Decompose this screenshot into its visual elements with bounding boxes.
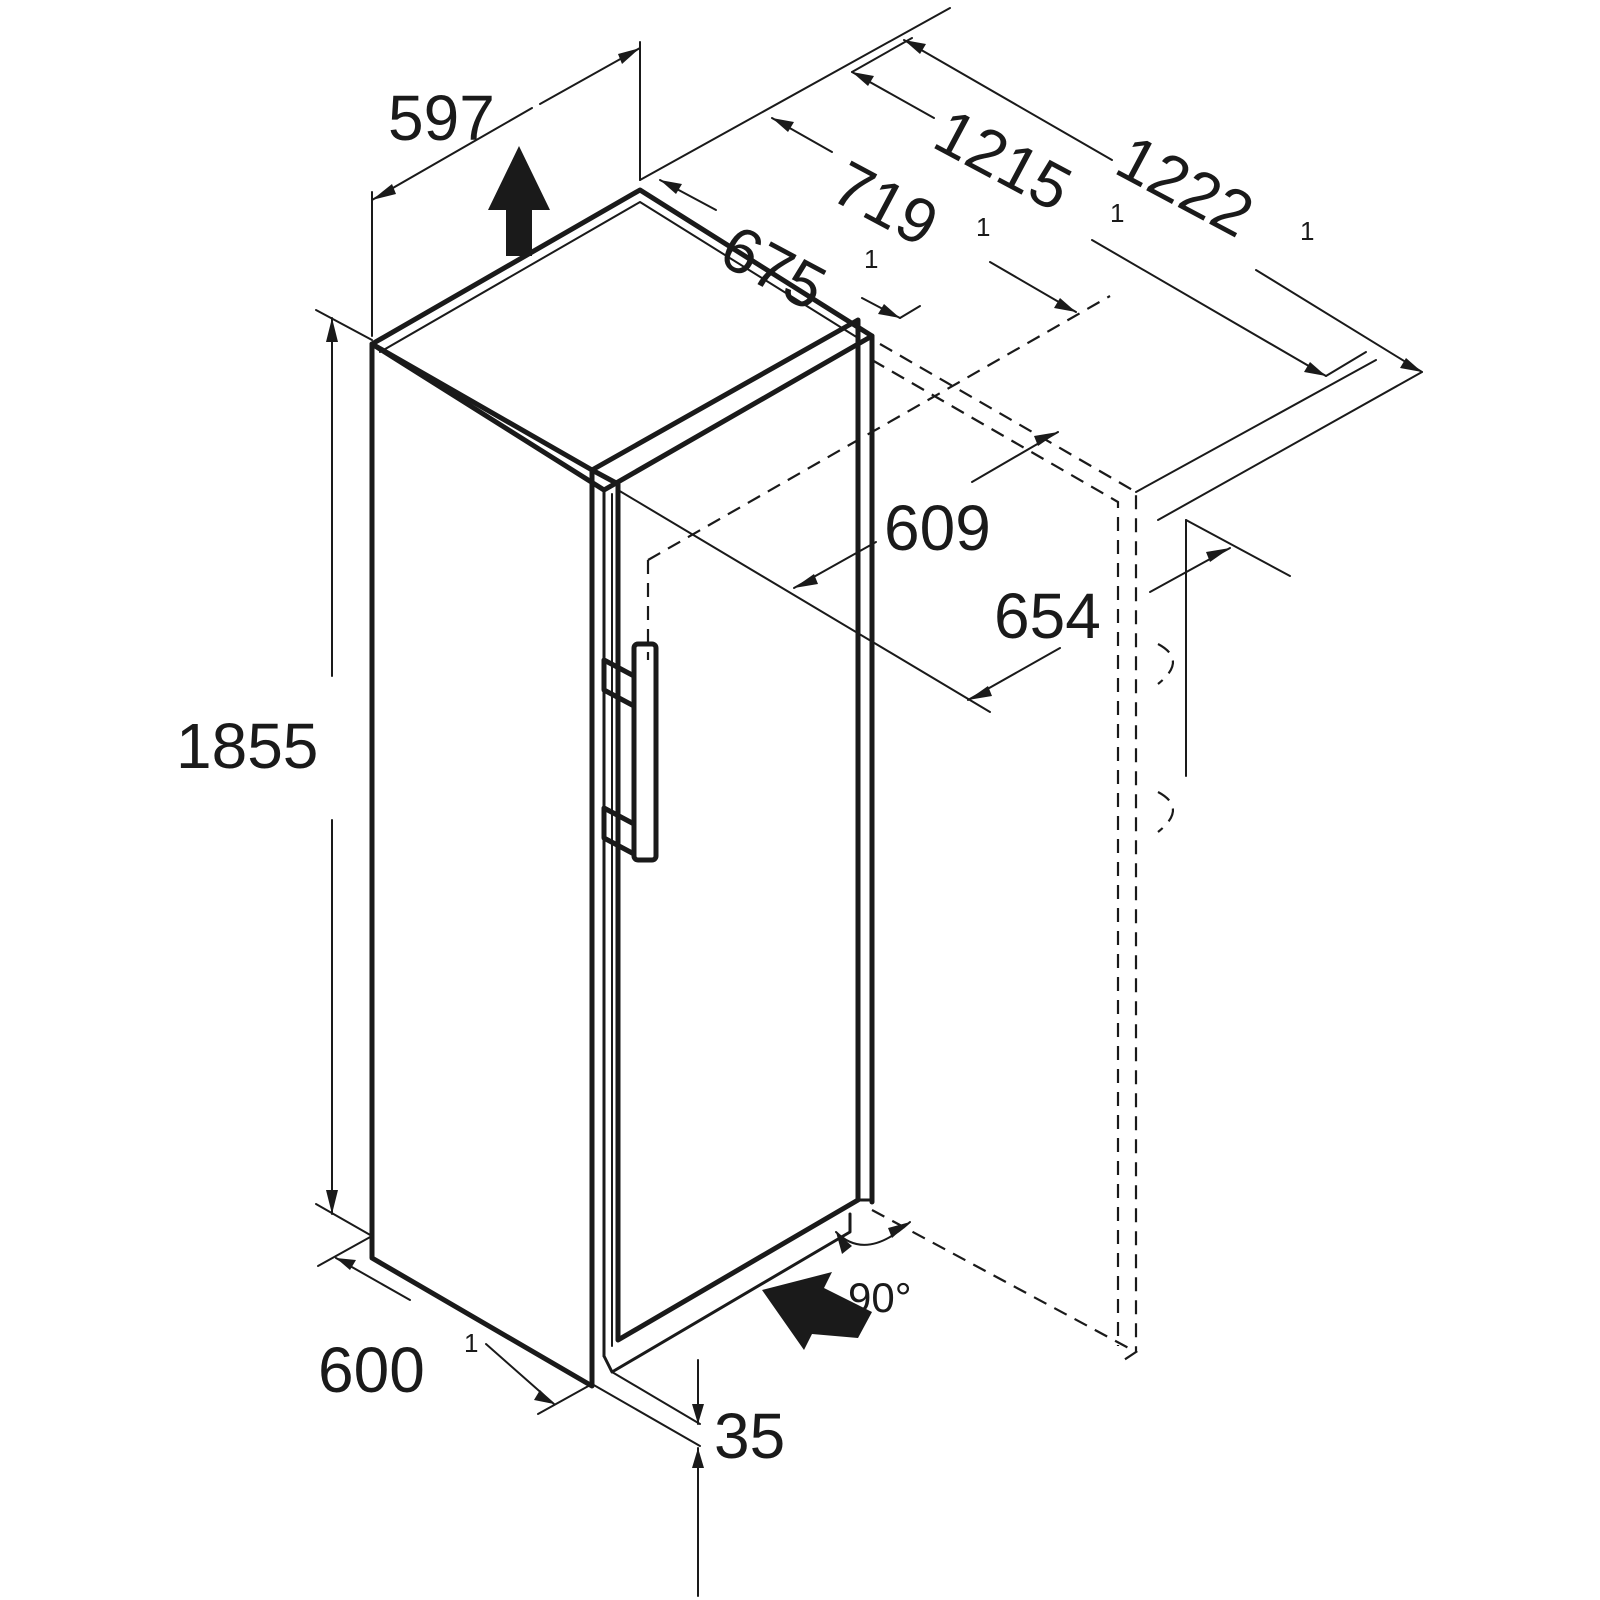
cabinet-top-rim — [379, 201, 859, 353]
dim-depth-1222-label: 1222 — [1105, 121, 1265, 251]
dim-door-654-label: 654 — [994, 580, 1101, 652]
handle-bottom-mount — [601, 805, 637, 857]
door-handle — [601, 641, 659, 863]
dim-depth-1215-label: 1215 — [923, 95, 1083, 225]
door-open-outline — [646, 295, 1187, 1361]
dim-height: 1855 — [176, 309, 373, 1237]
hinge-bottom-icon — [1157, 791, 1175, 833]
dim-height-label: 1855 — [176, 710, 318, 782]
dim-width: 597 — [371, 41, 641, 337]
open-door-outer — [879, 343, 1138, 1352]
open-door-bottom — [871, 1209, 1139, 1361]
cabinet-side — [369, 341, 595, 1389]
dim-width-label: 597 — [388, 82, 495, 154]
dim-door-654: 654 — [617, 489, 1291, 713]
dim-depth-1222-note: 1 — [1300, 216, 1314, 246]
dim-bottom-depth-note: 1 — [464, 1328, 478, 1358]
dim-door-609: 609 — [793, 431, 1059, 589]
hinge-top-icon — [1157, 643, 1175, 685]
dim-depth-719-note: 1 — [976, 212, 990, 242]
handle-top-mount — [601, 657, 637, 709]
dim-depth-719-label: 719 — [821, 147, 949, 261]
dim-feet-label: 35 — [714, 1400, 785, 1472]
dim-depth-675-note: 1 — [864, 244, 878, 274]
dim-bottom-depth: 600 1 — [317, 1235, 593, 1415]
door-bottom-edge — [616, 1198, 874, 1342]
dim-door-609-label: 609 — [884, 492, 991, 564]
air-inlet-arrow-icon — [762, 1272, 872, 1350]
dim-depth-1215-note: 1 — [1110, 198, 1124, 228]
dim-depth-675-label: 675 — [709, 211, 837, 325]
handle-grip — [631, 641, 659, 863]
open-door-inner — [871, 359, 1120, 1346]
dim-feet: 35 — [591, 1359, 785, 1597]
dim-depths: 675 1 719 1 1215 1 1222 1 — [639, 7, 1423, 521]
door-swing-line-1 — [647, 295, 1111, 561]
fridge-door — [589, 317, 874, 1374]
dim-bottom-depth-label: 600 — [318, 1334, 425, 1406]
cabinet-base — [602, 1212, 852, 1374]
fridge-cabinet — [369, 187, 875, 1389]
vent-up-arrow-icon — [488, 146, 550, 256]
cabinet-top — [369, 187, 875, 493]
